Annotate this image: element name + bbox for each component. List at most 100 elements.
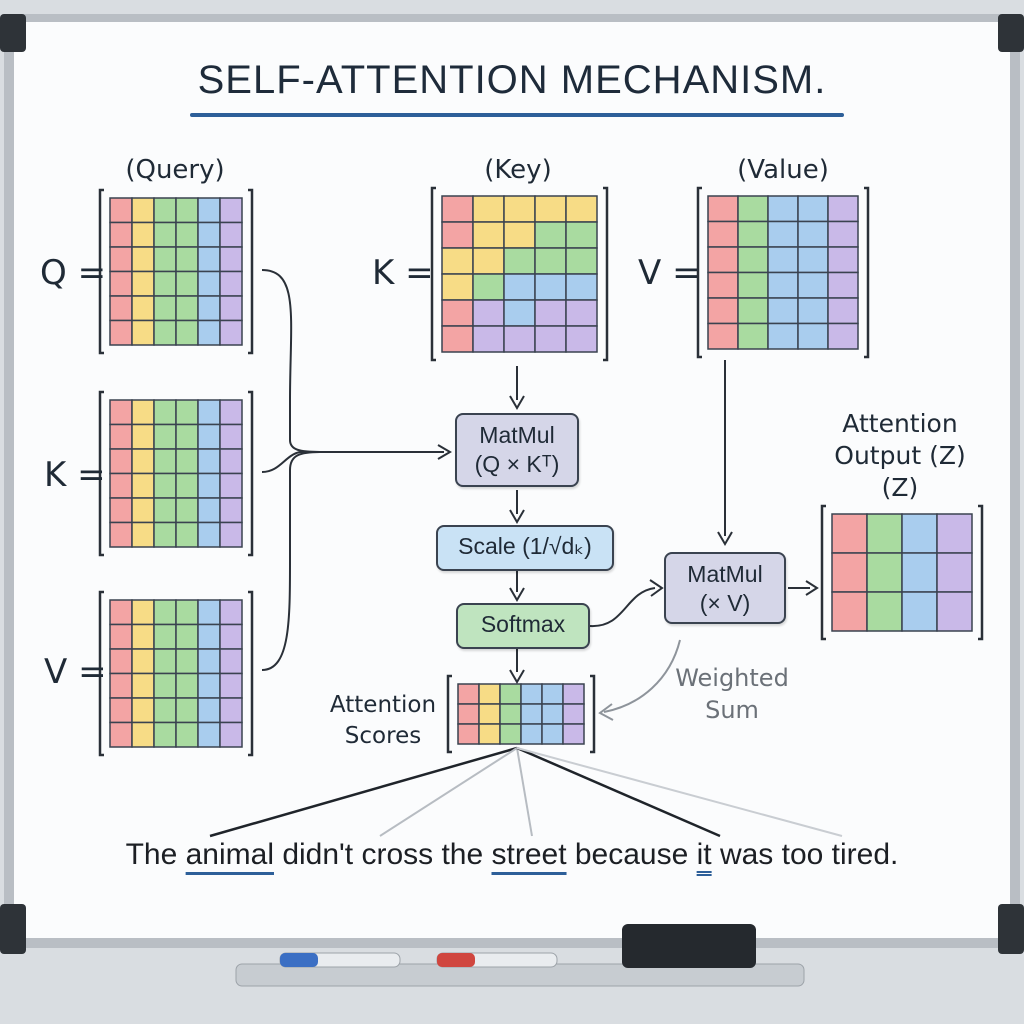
- value-input-matrix-right-bracket: [248, 590, 254, 757]
- value-matrix-cell: [827, 322, 859, 350]
- key-input-matrix-cell: [197, 423, 221, 450]
- red-marker-cap: [437, 953, 475, 967]
- value-input-matrix-cell: [219, 648, 243, 675]
- key-matrix-cell: [472, 247, 505, 275]
- value-input-matrix-cell: [131, 672, 155, 699]
- matmul-qk-title: MatMul: [479, 422, 555, 448]
- query-matrix-cell: [175, 319, 199, 346]
- query-matrix-cell: [109, 221, 133, 248]
- value-matrix-cell: [767, 195, 799, 223]
- value-matrix-cell: [797, 322, 829, 350]
- key-input-matrix-cell: [109, 497, 133, 524]
- query-matrix-cell: [131, 270, 155, 297]
- key-matrix-cell: [472, 299, 505, 327]
- value-input-matrix-cell: [197, 721, 221, 748]
- output-matrix-left-bracket: [820, 504, 826, 641]
- key-matrix-cell: [565, 195, 598, 223]
- key-matrix-cell: [472, 325, 505, 353]
- key-input-matrix-cell: [219, 497, 243, 524]
- value-matrix-cell: [707, 297, 739, 325]
- value-label: (Value): [737, 155, 829, 185]
- attention-lines: [209, 746, 843, 838]
- value-matrix-cell: [707, 271, 739, 299]
- query-matrix-cell: [109, 246, 133, 273]
- value-input-matrix-cell: [131, 623, 155, 650]
- line-animal: [209, 746, 518, 838]
- key-input-matrix-cell: [197, 497, 221, 524]
- value-input-matrix-cell: [219, 672, 243, 699]
- key-input-matrix-cell: [197, 472, 221, 499]
- value-input-matrix-cell: [109, 648, 133, 675]
- key-input-matrix-cell: [153, 399, 177, 426]
- key-input-matrix-cell: [131, 423, 155, 450]
- output-matrix-cell: [901, 591, 938, 632]
- key-matrix-cell: [441, 221, 474, 249]
- value-input-matrix-cell: [153, 599, 177, 626]
- value-matrix-cell: [707, 220, 739, 248]
- key-input-matrix-cell: [197, 521, 221, 548]
- key-input-matrix-cell: [219, 448, 243, 475]
- attention-scores-matrix: [446, 674, 596, 754]
- key-matrix-cell: [534, 221, 567, 249]
- query-matrix-cell: [153, 270, 177, 297]
- output-matrix-right-bracket: [978, 504, 984, 641]
- output-label-line3: (Z): [881, 473, 919, 502]
- output-matrix-cell: [831, 591, 868, 632]
- scores-label: Attention Scores: [318, 690, 448, 752]
- output-matrix-cell: [936, 591, 973, 632]
- attention-scores-matrix-cell: [520, 703, 543, 725]
- key-matrix-cell: [503, 273, 536, 301]
- output-label-line2: Output (Z): [834, 441, 966, 470]
- attention-scores-matrix-cell: [478, 683, 501, 705]
- key-input-matrix-cell: [219, 423, 243, 450]
- attention-scores-matrix-cell: [478, 723, 501, 745]
- words-middle: didn't cross the: [274, 838, 492, 871]
- output-matrix-cell: [866, 513, 903, 554]
- scale-box: Scale (1/√dₖ): [436, 525, 614, 571]
- line-tired: [516, 747, 843, 837]
- key-input-matrix-cell: [197, 399, 221, 426]
- key-input-matrix-cell: [153, 472, 177, 499]
- value-matrix-cell: [767, 220, 799, 248]
- value-input-matrix-cell: [131, 721, 155, 748]
- value-input-matrix-cell: [109, 672, 133, 699]
- key-matrix: [430, 186, 609, 362]
- key-input-matrix-cell: [131, 497, 155, 524]
- value-matrix-cell: [767, 322, 799, 350]
- query-matrix-cell: [109, 295, 133, 322]
- key-input-matrix-cell: [153, 497, 177, 524]
- line-street: [516, 747, 533, 837]
- value-input-matrix-cell: [219, 697, 243, 724]
- matmul-v-formula: (× V): [699, 589, 751, 616]
- connectors: [261, 269, 810, 713]
- weighted-sum-label: Weighted Sum: [664, 662, 800, 726]
- attention-scores-matrix-cell: [457, 723, 480, 745]
- line-didnt: [379, 747, 518, 837]
- value-input-matrix-cell: [109, 697, 133, 724]
- word-because: because: [566, 838, 697, 871]
- value-matrix-cell: [797, 246, 829, 274]
- output-matrix-cell: [831, 513, 868, 554]
- key-input-matrix-cell: [131, 521, 155, 548]
- value-matrix-cell: [737, 297, 769, 325]
- attention-scores-matrix-left-bracket: [446, 674, 452, 754]
- value-matrix-cell: [827, 246, 859, 274]
- words-end: was too tired.: [711, 838, 899, 871]
- value-matrix-left-bracket: [696, 186, 702, 359]
- key-matrix-cell: [503, 195, 536, 223]
- value-input-matrix-cell: [175, 599, 199, 626]
- value-input-matrix-cell: [219, 721, 243, 748]
- value-matrix: [696, 186, 870, 359]
- value-matrix-cell: [827, 220, 859, 248]
- query-matrix-cell: [219, 221, 243, 248]
- key-matrix-cell: [441, 299, 474, 327]
- matmul-qk-box: MatMul (Q × Kᵀ): [455, 413, 579, 487]
- value-input-matrix-cell: [153, 648, 177, 675]
- key-matrix-cell: [534, 195, 567, 223]
- value-input-matrix-cell: [175, 697, 199, 724]
- weighted-arrow-line: [603, 639, 681, 713]
- scores-label-line1: Attention: [329, 692, 437, 718]
- output-matrix-cell: [936, 513, 973, 554]
- value-matrix-right-bracket: [864, 186, 870, 359]
- value-matrix-cell: [707, 246, 739, 274]
